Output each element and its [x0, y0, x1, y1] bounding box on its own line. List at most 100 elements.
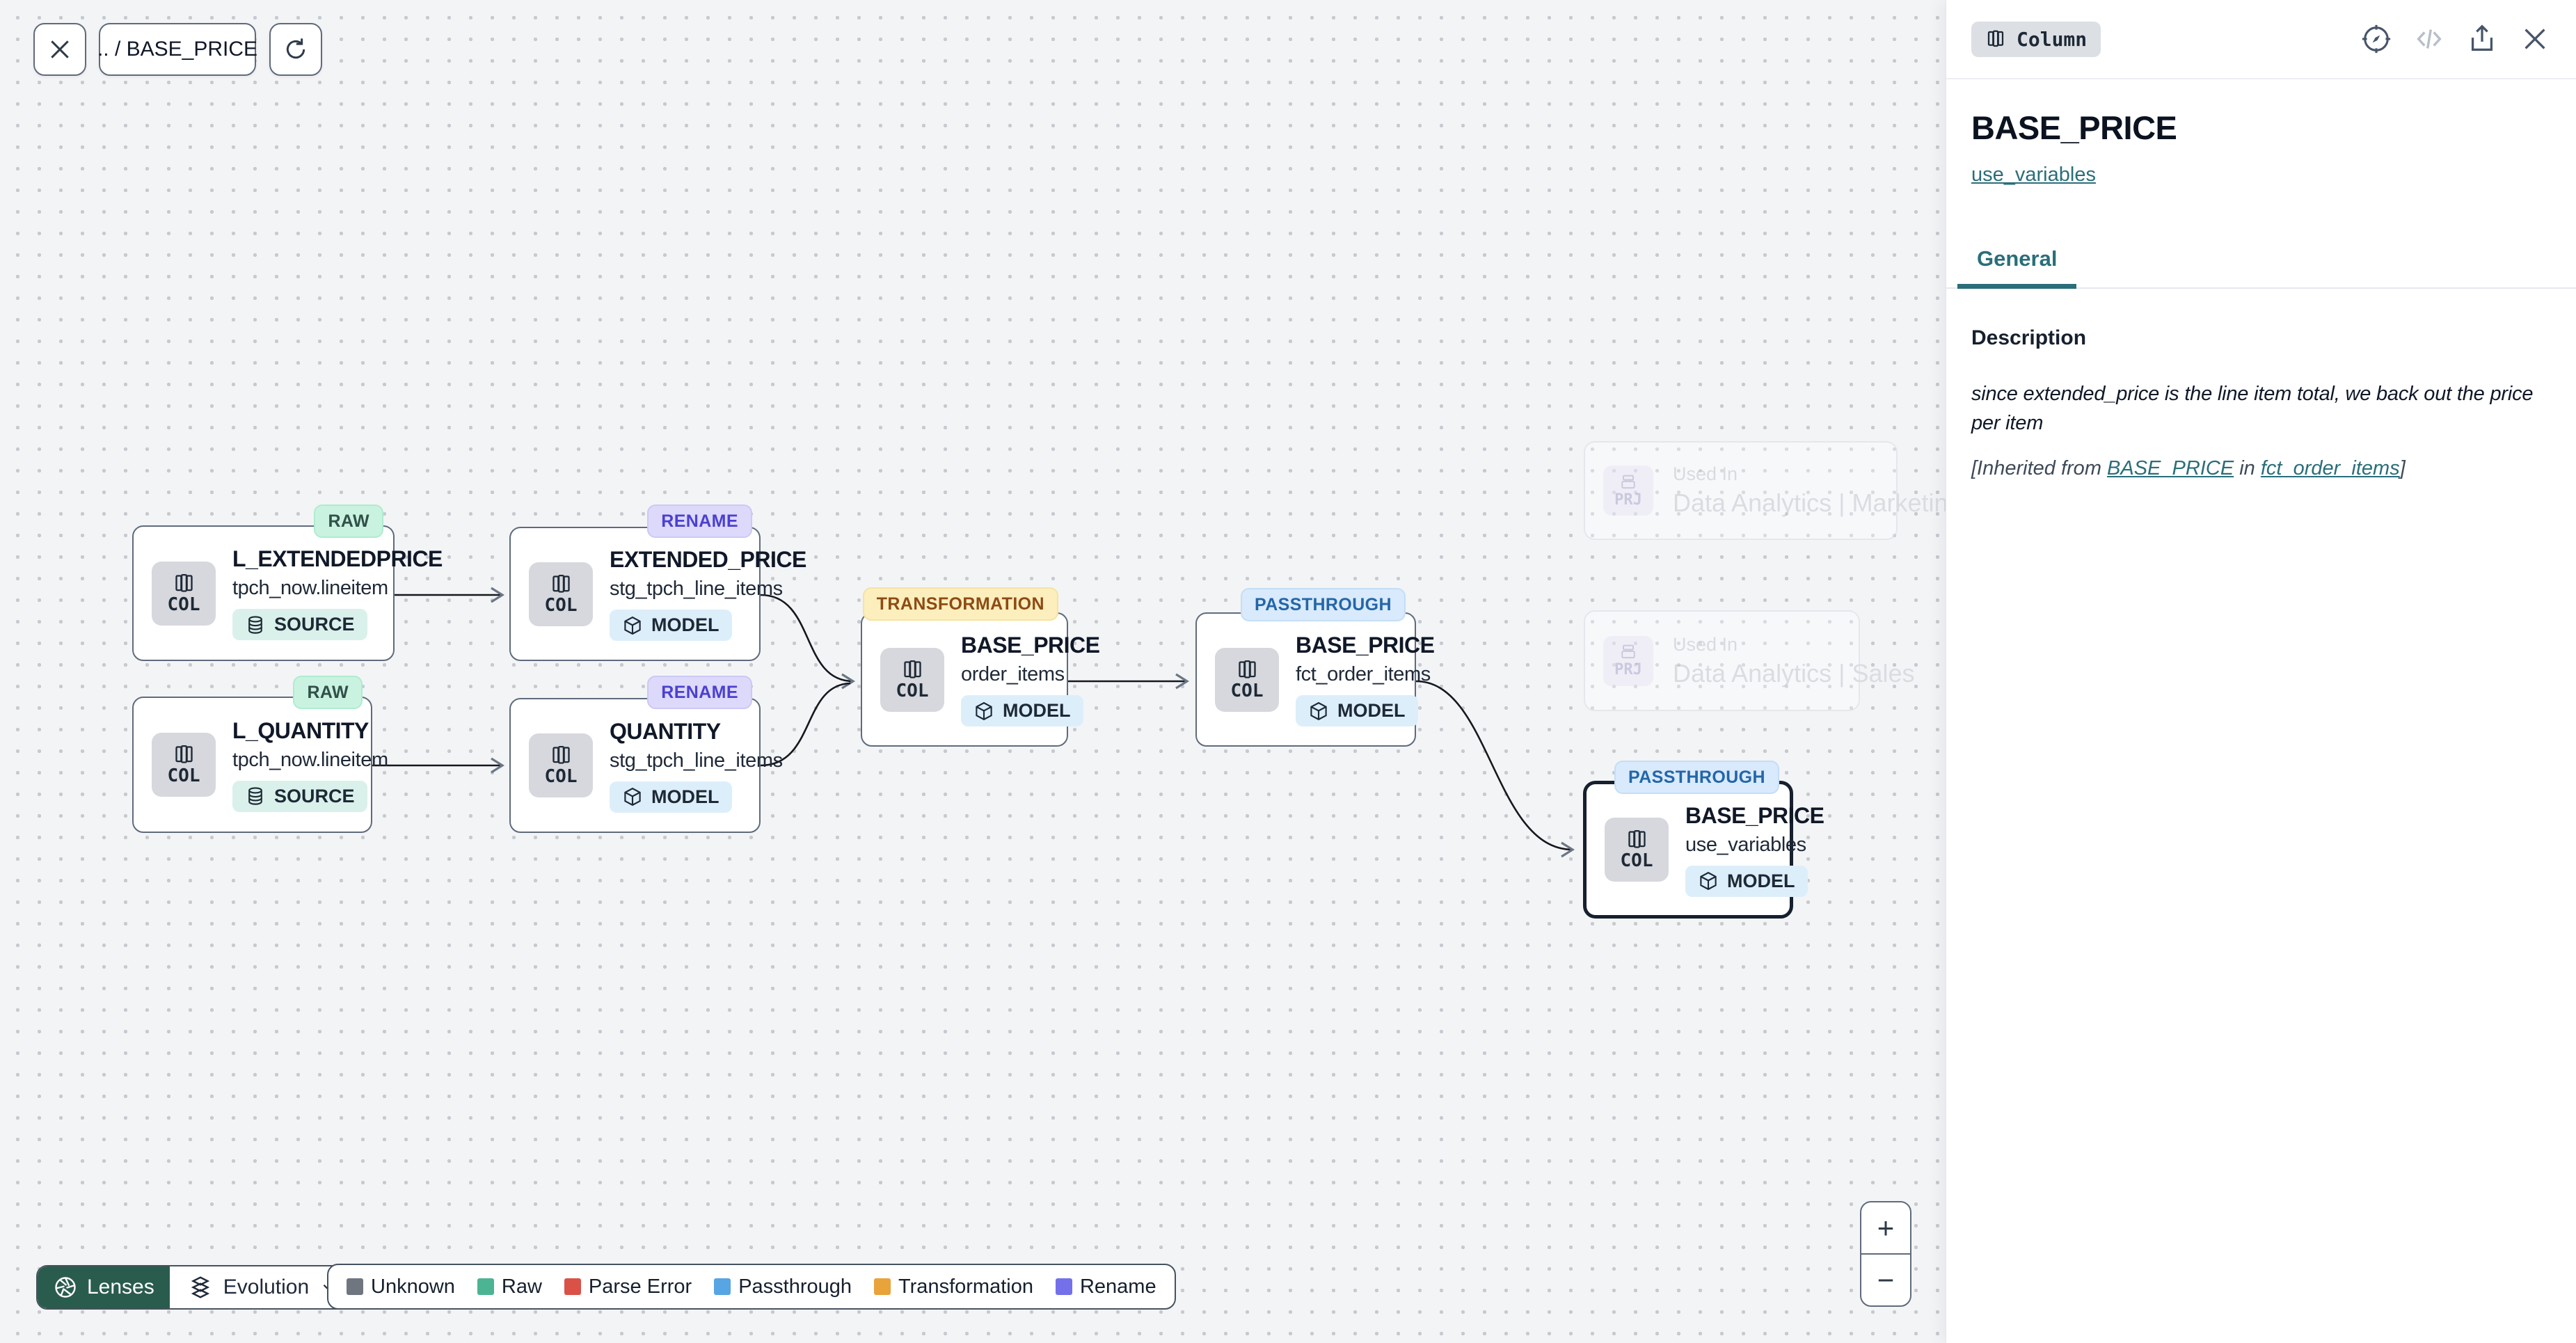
view-code-button[interactable] — [2413, 23, 2445, 55]
zoom-out-button[interactable]: − — [1877, 1263, 1895, 1296]
column-kind-box: COL — [152, 733, 216, 797]
evolution-badge: RENAME — [647, 676, 752, 709]
node-base-price-order-items[interactable]: TRANSFORMATION COL BASE_PRICE order_item… — [861, 587, 1100, 747]
node-subtitle: tpch_now.lineitem — [232, 577, 388, 599]
database-icon — [248, 787, 262, 805]
evolution-legend: Unknown Raw Parse Error Passthrough Tran… — [327, 1264, 1176, 1310]
source-type-badge: SOURCE — [232, 609, 367, 640]
model-type-badge: MODEL — [1296, 695, 1418, 726]
node-quantity[interactable]: RENAME COL QUANTITY stg_tpch_line_items … — [509, 676, 783, 833]
panel-actions — [2360, 23, 2551, 55]
code-icon — [2417, 29, 2442, 49]
refresh-button[interactable] — [269, 23, 322, 76]
explore-button[interactable] — [2360, 23, 2392, 55]
node-title: BASE_PRICE — [1685, 802, 1824, 828]
edge-extendedprice-baseprice — [760, 594, 856, 690]
columns-icon — [175, 573, 193, 592]
zoom-in-button[interactable]: + — [1861, 1202, 1910, 1255]
type-label: MODEL — [1727, 870, 1795, 891]
entity-type-chip: Column — [1971, 21, 2101, 57]
share-button[interactable] — [2466, 23, 2498, 55]
column-kind-box: COL — [529, 562, 593, 626]
type-label: MODEL — [651, 614, 719, 635]
lenses-button[interactable]: Lenses — [38, 1266, 170, 1308]
legend-label: Transformation — [898, 1275, 1033, 1298]
database-icon — [248, 615, 262, 634]
type-label: SOURCE — [274, 614, 355, 635]
type-label: SOURCE — [274, 785, 355, 806]
evolution-badge: PASSTHROUGH — [1614, 761, 1779, 794]
columns-icon — [903, 660, 921, 678]
evolution-badge: RAW — [314, 504, 383, 538]
model-link[interactable]: use_variables — [1971, 164, 2096, 186]
evolution-badge: TRANSFORMATION — [862, 587, 1058, 621]
node-subtitle: tpch_now.lineitem — [232, 748, 388, 771]
node-title: EXTENDED_PRICE — [610, 547, 806, 572]
column-kind-tag: COL — [1620, 850, 1653, 872]
evolution-dropdown[interactable]: Evolution — [170, 1266, 356, 1308]
evolution-badge: RENAME — [647, 504, 752, 538]
legend-item-passthrough: Passthrough — [714, 1276, 852, 1298]
model-type-badge: MODEL — [610, 781, 732, 813]
edge-quantity-baseprice — [760, 682, 851, 767]
node-title: BASE_PRICE — [961, 633, 1100, 658]
description-inherited: [Inherited from BASE_PRICE in fct_order_… — [1971, 457, 2551, 480]
close-icon — [2525, 29, 2545, 49]
panel-header: Column — [1946, 0, 2576, 79]
columns-icon — [1987, 30, 2004, 47]
columns-icon — [1238, 660, 1256, 678]
cube-icon — [624, 616, 641, 635]
model-type-badge: MODEL — [610, 610, 732, 641]
type-label: MODEL — [1337, 700, 1406, 721]
close-lineage-button[interactable] — [33, 23, 86, 76]
node-l-extendedprice[interactable]: RAW COL L_EXTENDEDPRICE tpch_now.lineite… — [132, 504, 443, 661]
inherited-mid: in — [2234, 457, 2261, 480]
used-in-node-marketing[interactable]: PRJ Used In Data Analytics | Marketing — [1584, 441, 1962, 540]
columns-icon — [175, 745, 193, 763]
column-kind-box: COL — [152, 561, 216, 626]
lenses-label: Lenses — [87, 1276, 154, 1298]
page-title: BASE_PRICE — [1971, 109, 2177, 146]
project-kind-box: PRJ — [1603, 635, 1653, 686]
legend-swatch — [347, 1278, 363, 1295]
refresh-icon — [286, 38, 305, 59]
node-subtitle: fct_order_items — [1296, 663, 1431, 685]
cube-icon — [1310, 701, 1327, 720]
source-type-badge: SOURCE — [232, 780, 367, 812]
inherited-model-link[interactable]: fct_order_items — [2260, 457, 2400, 480]
breadcrumb[interactable]: .. / BASE_PRICE — [97, 23, 257, 76]
node-base-price-fct-order-items[interactable]: PASSTHROUGH COL BASE_PRICE fct_order_ite… — [1195, 588, 1435, 747]
legend-item-raw: Raw — [477, 1276, 542, 1298]
used-in-name: Data Analytics | Sales — [1673, 658, 1915, 688]
inherited-column-link[interactable]: BASE_PRICE — [2107, 457, 2234, 480]
column-kind-box: COL — [1215, 647, 1279, 712]
project-icon — [1621, 645, 1635, 659]
node-base-price-use-variables[interactable]: PASSTHROUGH COL BASE_PRICE use_variables… — [1583, 761, 1824, 919]
legend-item-unknown: Unknown — [347, 1276, 455, 1298]
column-kind-tag: COL — [167, 594, 200, 615]
aperture-icon — [55, 1277, 76, 1298]
close-panel-button[interactable] — [2519, 23, 2551, 55]
column-kind-tag: COL — [896, 680, 929, 701]
columns-icon — [552, 746, 570, 764]
node-l-quantity[interactable]: RAW COL L_QUANTITY tpch_now.lineitem SOU… — [132, 676, 388, 833]
legend-swatch — [564, 1278, 581, 1295]
used-in-node-sales[interactable]: PRJ Used In Data Analytics | Sales — [1584, 610, 1915, 711]
inherited-suffix: ] — [2399, 457, 2406, 480]
columns-icon — [552, 574, 570, 593]
edge-fctorderitems-usevariables — [1415, 680, 1575, 858]
used-in-label: Used In — [1673, 463, 1738, 484]
cube-icon — [1700, 871, 1717, 891]
legend-swatch — [1055, 1278, 1072, 1295]
tab-general[interactable]: General — [1957, 246, 2077, 289]
legend-swatch — [477, 1278, 494, 1295]
description-body: since extended_price is the line item to… — [1971, 383, 2534, 435]
model-type-badge: MODEL — [1685, 865, 1808, 897]
entity-type-label: Column — [2017, 27, 2088, 51]
columns-icon — [1628, 830, 1646, 848]
column-kind-tag: COL — [544, 594, 578, 616]
column-kind-box: COL — [880, 647, 944, 712]
node-extended-price[interactable]: RENAME COL EXTENDED_PRICE stg_tpch_line_… — [509, 504, 806, 661]
